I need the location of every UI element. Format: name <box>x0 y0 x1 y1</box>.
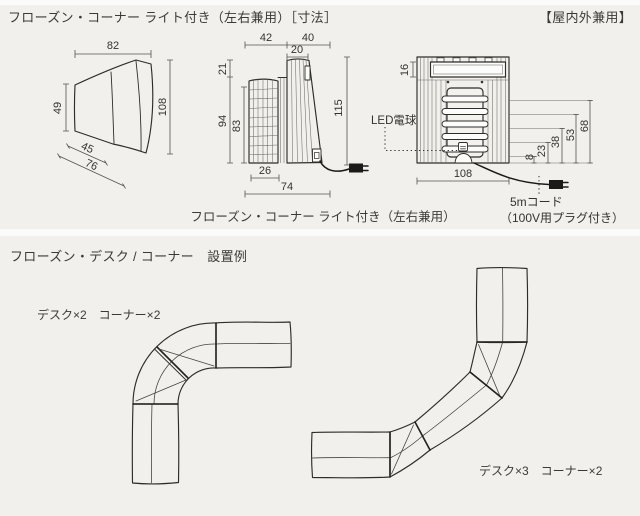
dim-frontview-width: 108 <box>454 168 472 180</box>
dim-sideview-cap-h: 21 <box>217 63 229 75</box>
power-cord-side <box>319 160 350 172</box>
dim-frontview-lightbox-h: 16 <box>399 64 411 76</box>
dim-sideview-foot: 26 <box>259 165 271 177</box>
dim-sideview-base: 74 <box>281 181 293 193</box>
dim-frontview-h2: 23 <box>536 145 548 157</box>
example-diagram <box>131 266 529 485</box>
diagram-caption: フローズン・コーナー ライト付き（左右兼用） <box>190 210 456 224</box>
dim-frontview-h4: 53 <box>565 129 577 141</box>
dim-sideview-upper-left: 42 <box>260 32 272 44</box>
dim-frontview-h1: 8 <box>524 154 536 160</box>
led-bulb-label: LED電球 <box>371 113 417 127</box>
example-left-drawing <box>131 321 292 485</box>
light-box <box>429 61 507 78</box>
plug-icon-side <box>349 163 363 173</box>
dim-topview-outer-diag: 76 <box>83 157 99 173</box>
plug-icon-front <box>549 180 563 189</box>
front-view-drawing: 16 108 8 23 38 53 68 LED電球 5mコード （100V用プ… <box>371 56 624 225</box>
dimension-diagram: 82 49 108 45 76 42 40 20 21 94 83 <box>52 32 624 225</box>
indoor-outdoor-badge: 【屋内外兼用】 <box>538 10 632 25</box>
side-view-drawing: 42 40 20 21 94 83 115 26 74 <box>217 32 369 198</box>
dim-frontview-h3: 38 <box>550 136 562 148</box>
page-title: フローズン・コーナー ライト付き（左右兼用）［寸法］ <box>8 10 338 25</box>
power-cord-front <box>473 162 550 186</box>
pillar-top-detail <box>304 65 311 81</box>
dim-sideview-top-cap: 20 <box>291 44 303 56</box>
dim-sideview-upper-right: 40 <box>302 32 314 44</box>
dimension-section-background <box>0 5 640 229</box>
cord-label-line1: 5mコード <box>510 195 563 209</box>
dim-frontview-h5: 68 <box>579 120 591 132</box>
top-view-drawing: 82 49 108 45 76 <box>52 40 173 189</box>
dim-topview-inner-diag: 45 <box>79 140 95 156</box>
dim-topview-left-depth: 49 <box>52 102 64 114</box>
dim-sideview-grill-h: 83 <box>231 120 243 132</box>
example-right-label: デスク×3 コーナー×2 <box>479 464 603 478</box>
dim-sideview-total-h: 115 <box>333 99 345 117</box>
example-right-drawing <box>310 266 529 479</box>
example-section-background <box>0 236 640 516</box>
power-socket-detail <box>312 148 322 163</box>
dim-sideview-body-h: 94 <box>217 115 229 127</box>
cord-label-line2: （100V用プラグ付き） <box>500 211 624 225</box>
dim-topview-width: 82 <box>107 40 119 52</box>
example-section-title: フローズン・デスク / コーナー 設置例 <box>10 249 248 264</box>
dim-topview-height: 108 <box>157 98 169 116</box>
example-left-label: デスク×2 コーナー×2 <box>37 308 161 322</box>
